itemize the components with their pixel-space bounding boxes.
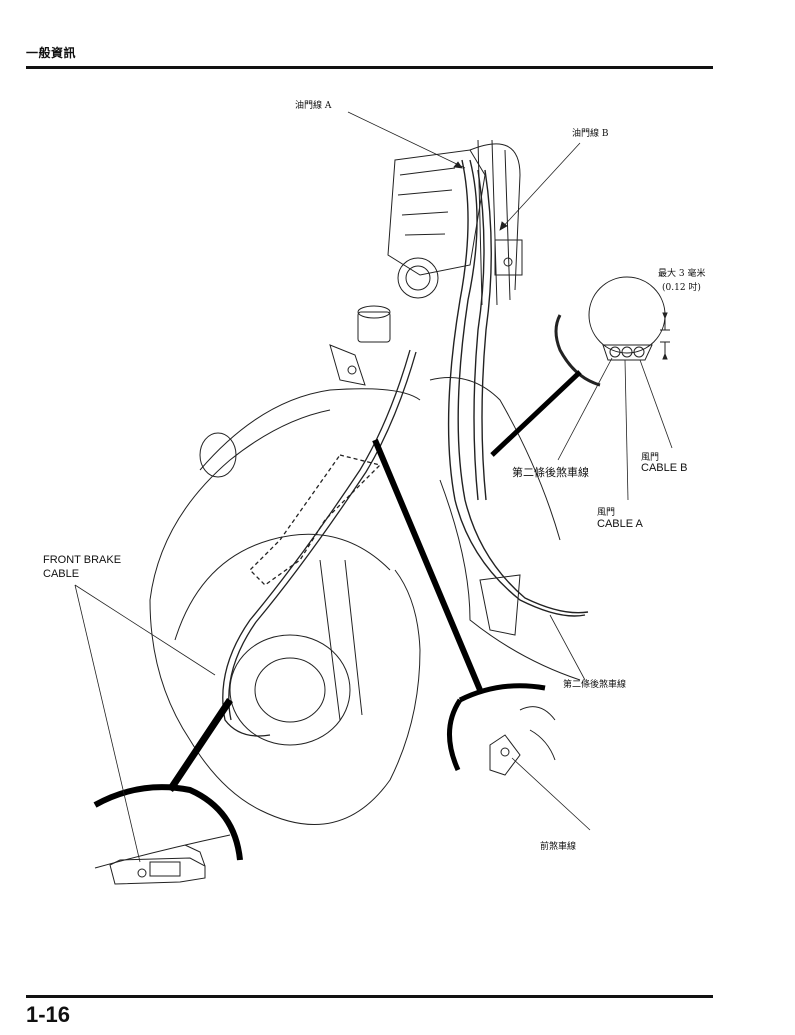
- front-brake-line1-label: FRONT BRAKE: [43, 554, 122, 566]
- page-header: 一般資訊: [26, 42, 713, 69]
- throttle-b-en-label: CABLE B: [641, 462, 688, 474]
- throttle-a-zh-label: 風門: [597, 508, 616, 518]
- front-brake-cable: [222, 349, 417, 737]
- page-footer: 1-16: [26, 995, 713, 1027]
- max-spec-label: 最大 3 毫米: [658, 269, 706, 279]
- gauge-detail-inset: [554, 276, 670, 387]
- front-brake-zh-label: 前煞車線: [540, 842, 577, 852]
- throttle-cable-b-label: 油門線 B: [572, 129, 609, 139]
- second-rear-brake-lower-label: 第二條後煞車線: [563, 680, 627, 690]
- header-title: 一般資訊: [26, 46, 77, 60]
- handlebar-assembly: [329, 139, 523, 386]
- throttle-a-en-label: CABLE A: [597, 518, 643, 530]
- throttle-cable-a-label: 油門線 A: [295, 101, 332, 111]
- page-number: 1-16: [26, 1002, 71, 1027]
- throttle-b-zh-label: 風門: [641, 453, 660, 463]
- throttle-cables: [447, 159, 589, 617]
- detail-pointers: [167, 370, 582, 792]
- lower-right-inset: [447, 683, 556, 776]
- scooter-body: [149, 377, 581, 825]
- front-brake-line2-label: CABLE: [43, 568, 80, 580]
- second-rear-brake-upper-label: 第二條後煞車線: [512, 466, 589, 479]
- max-spec-inch-label: (0.12 吋): [662, 283, 701, 293]
- lower-left-inset: [93, 784, 243, 885]
- leader-lines: [74, 111, 673, 863]
